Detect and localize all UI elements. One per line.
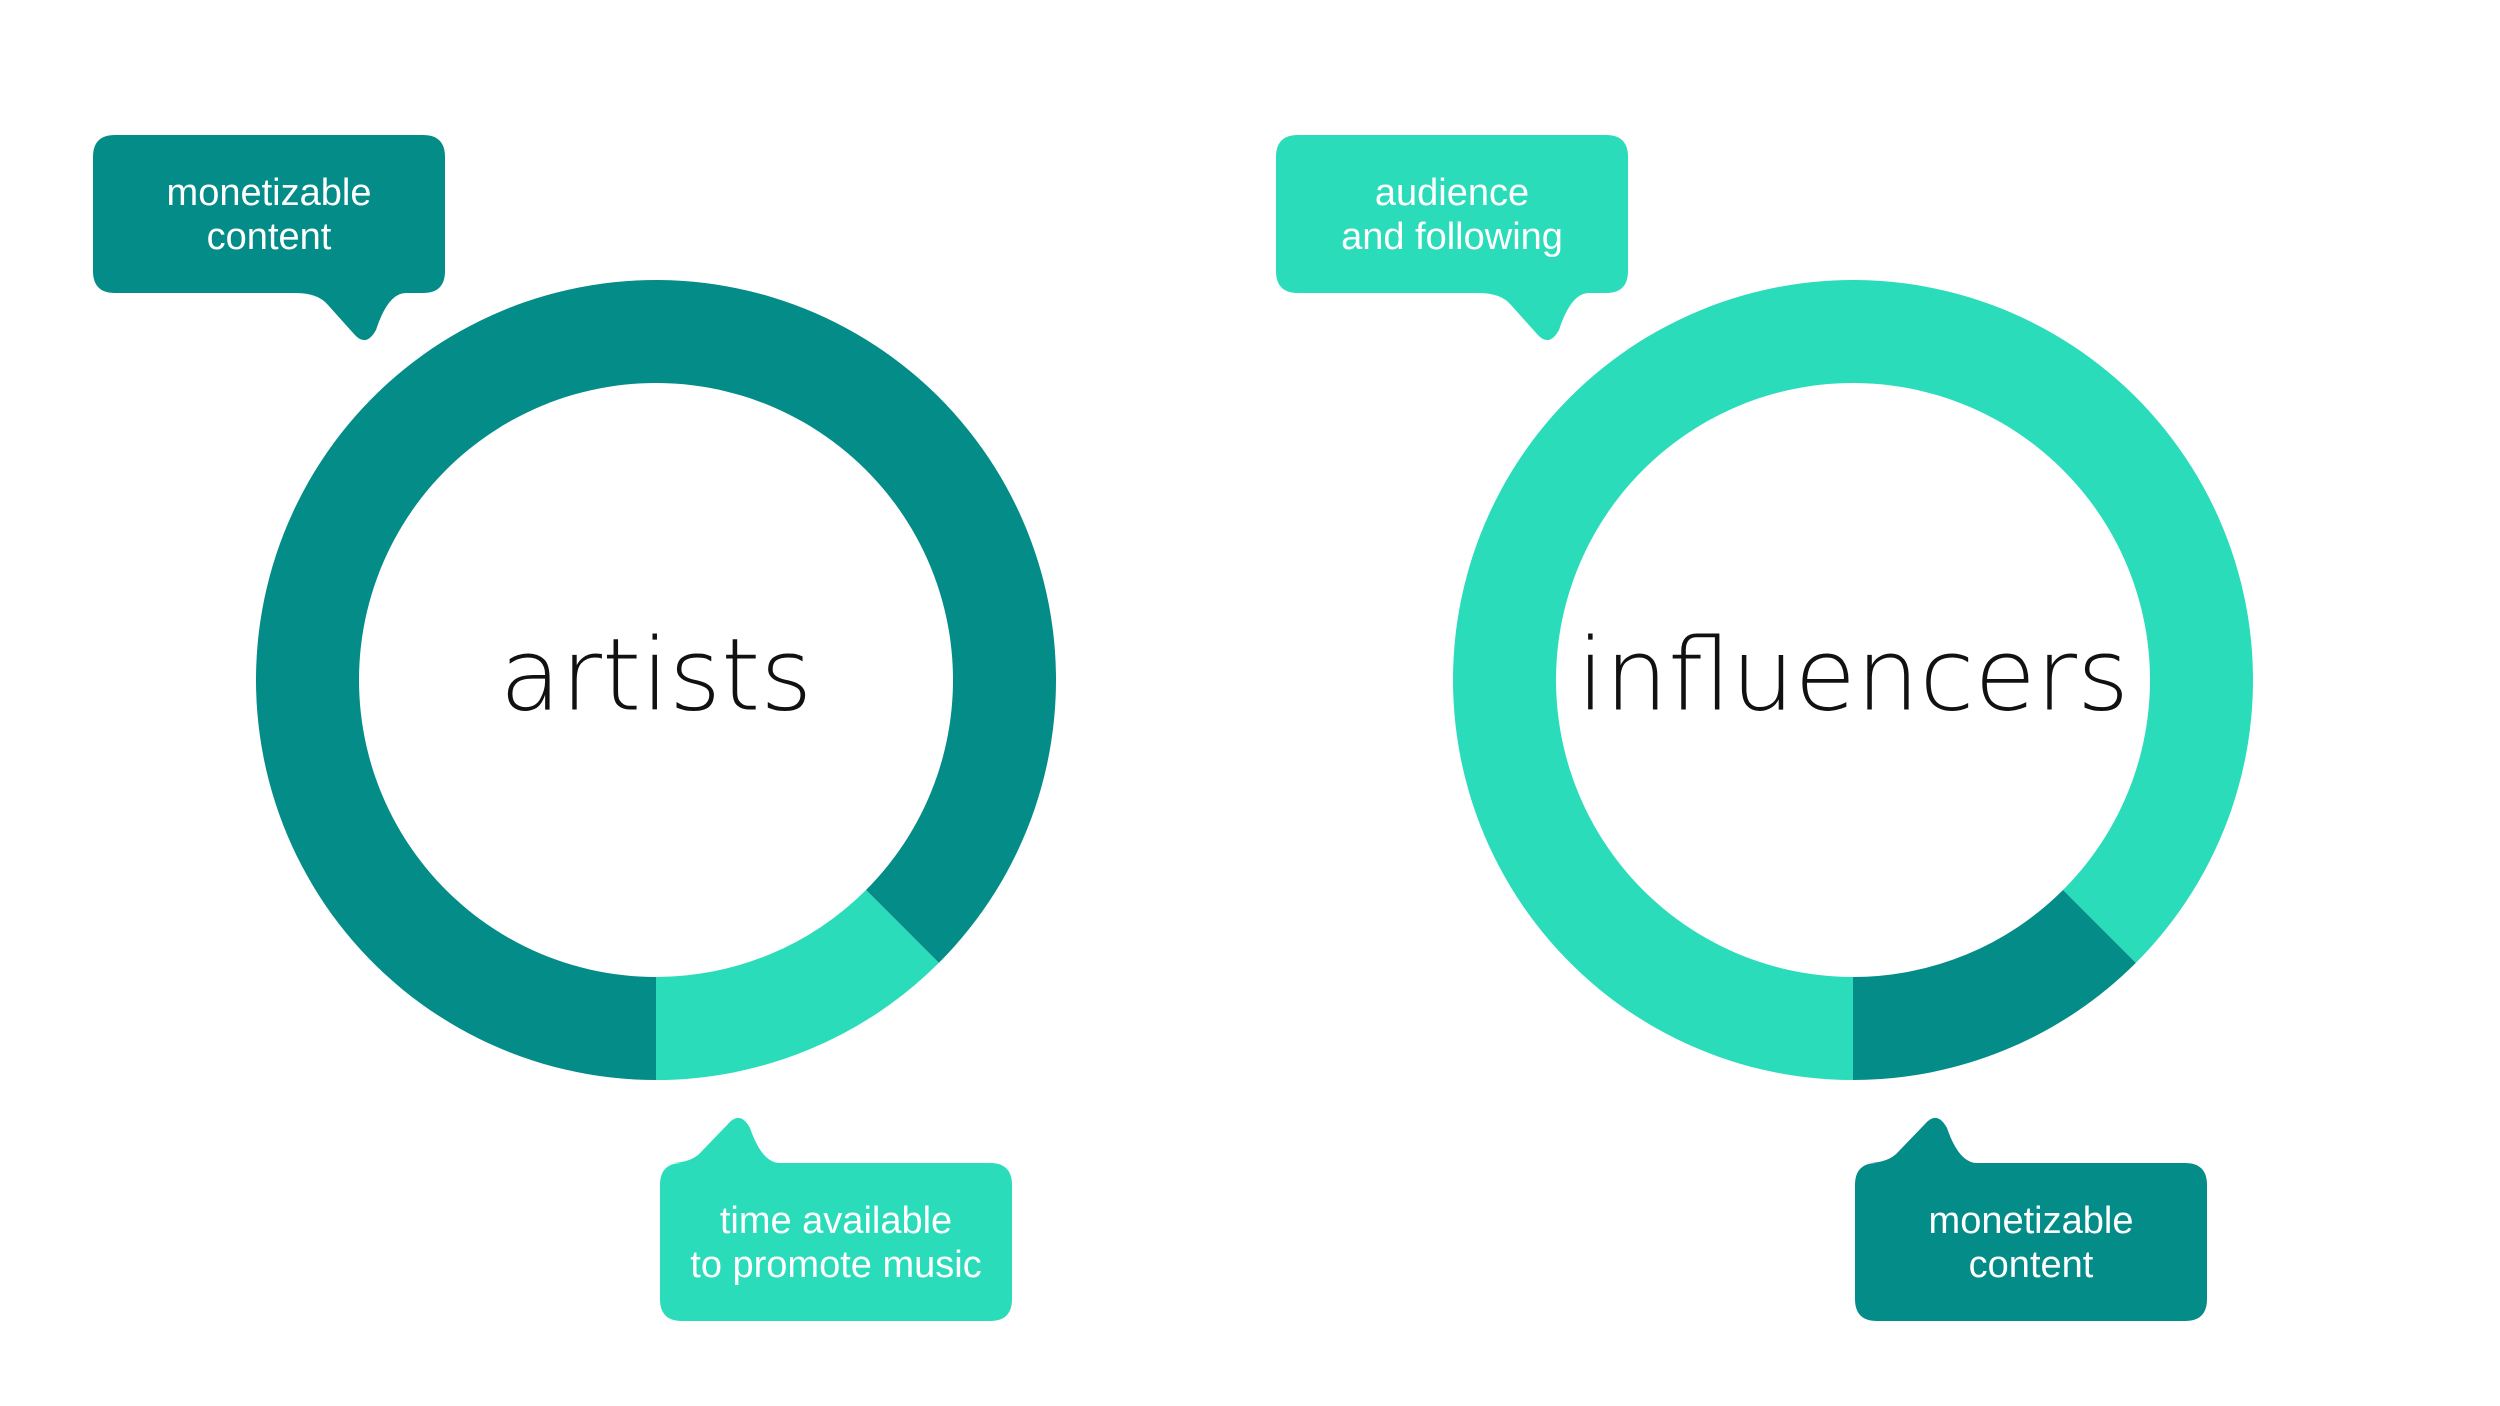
callout-text-line: monetizable: [1929, 1200, 2134, 1242]
donut-segment-monetizable-content: [1853, 890, 2136, 1080]
callout-text-line: time available: [720, 1200, 952, 1242]
callout-text-line: monetizable: [167, 172, 372, 214]
callout-text-line: audience: [1375, 172, 1529, 214]
callout-bubble: [1855, 1117, 2207, 1321]
callout-text-line: to promote music: [690, 1244, 981, 1286]
callout-text-line: content: [207, 216, 332, 258]
callout-text-line: and following: [1341, 216, 1563, 258]
donut-center-label: artists: [500, 617, 813, 734]
callout-bubble: [93, 135, 445, 341]
callout-text-line: content: [1969, 1244, 2094, 1286]
callout-bubble: [1276, 135, 1628, 341]
donut-segment-time-available-to-promote-music: [656, 890, 939, 1080]
callout-bubble: [660, 1117, 1012, 1321]
donut-center-label: influencers: [1577, 617, 2129, 734]
